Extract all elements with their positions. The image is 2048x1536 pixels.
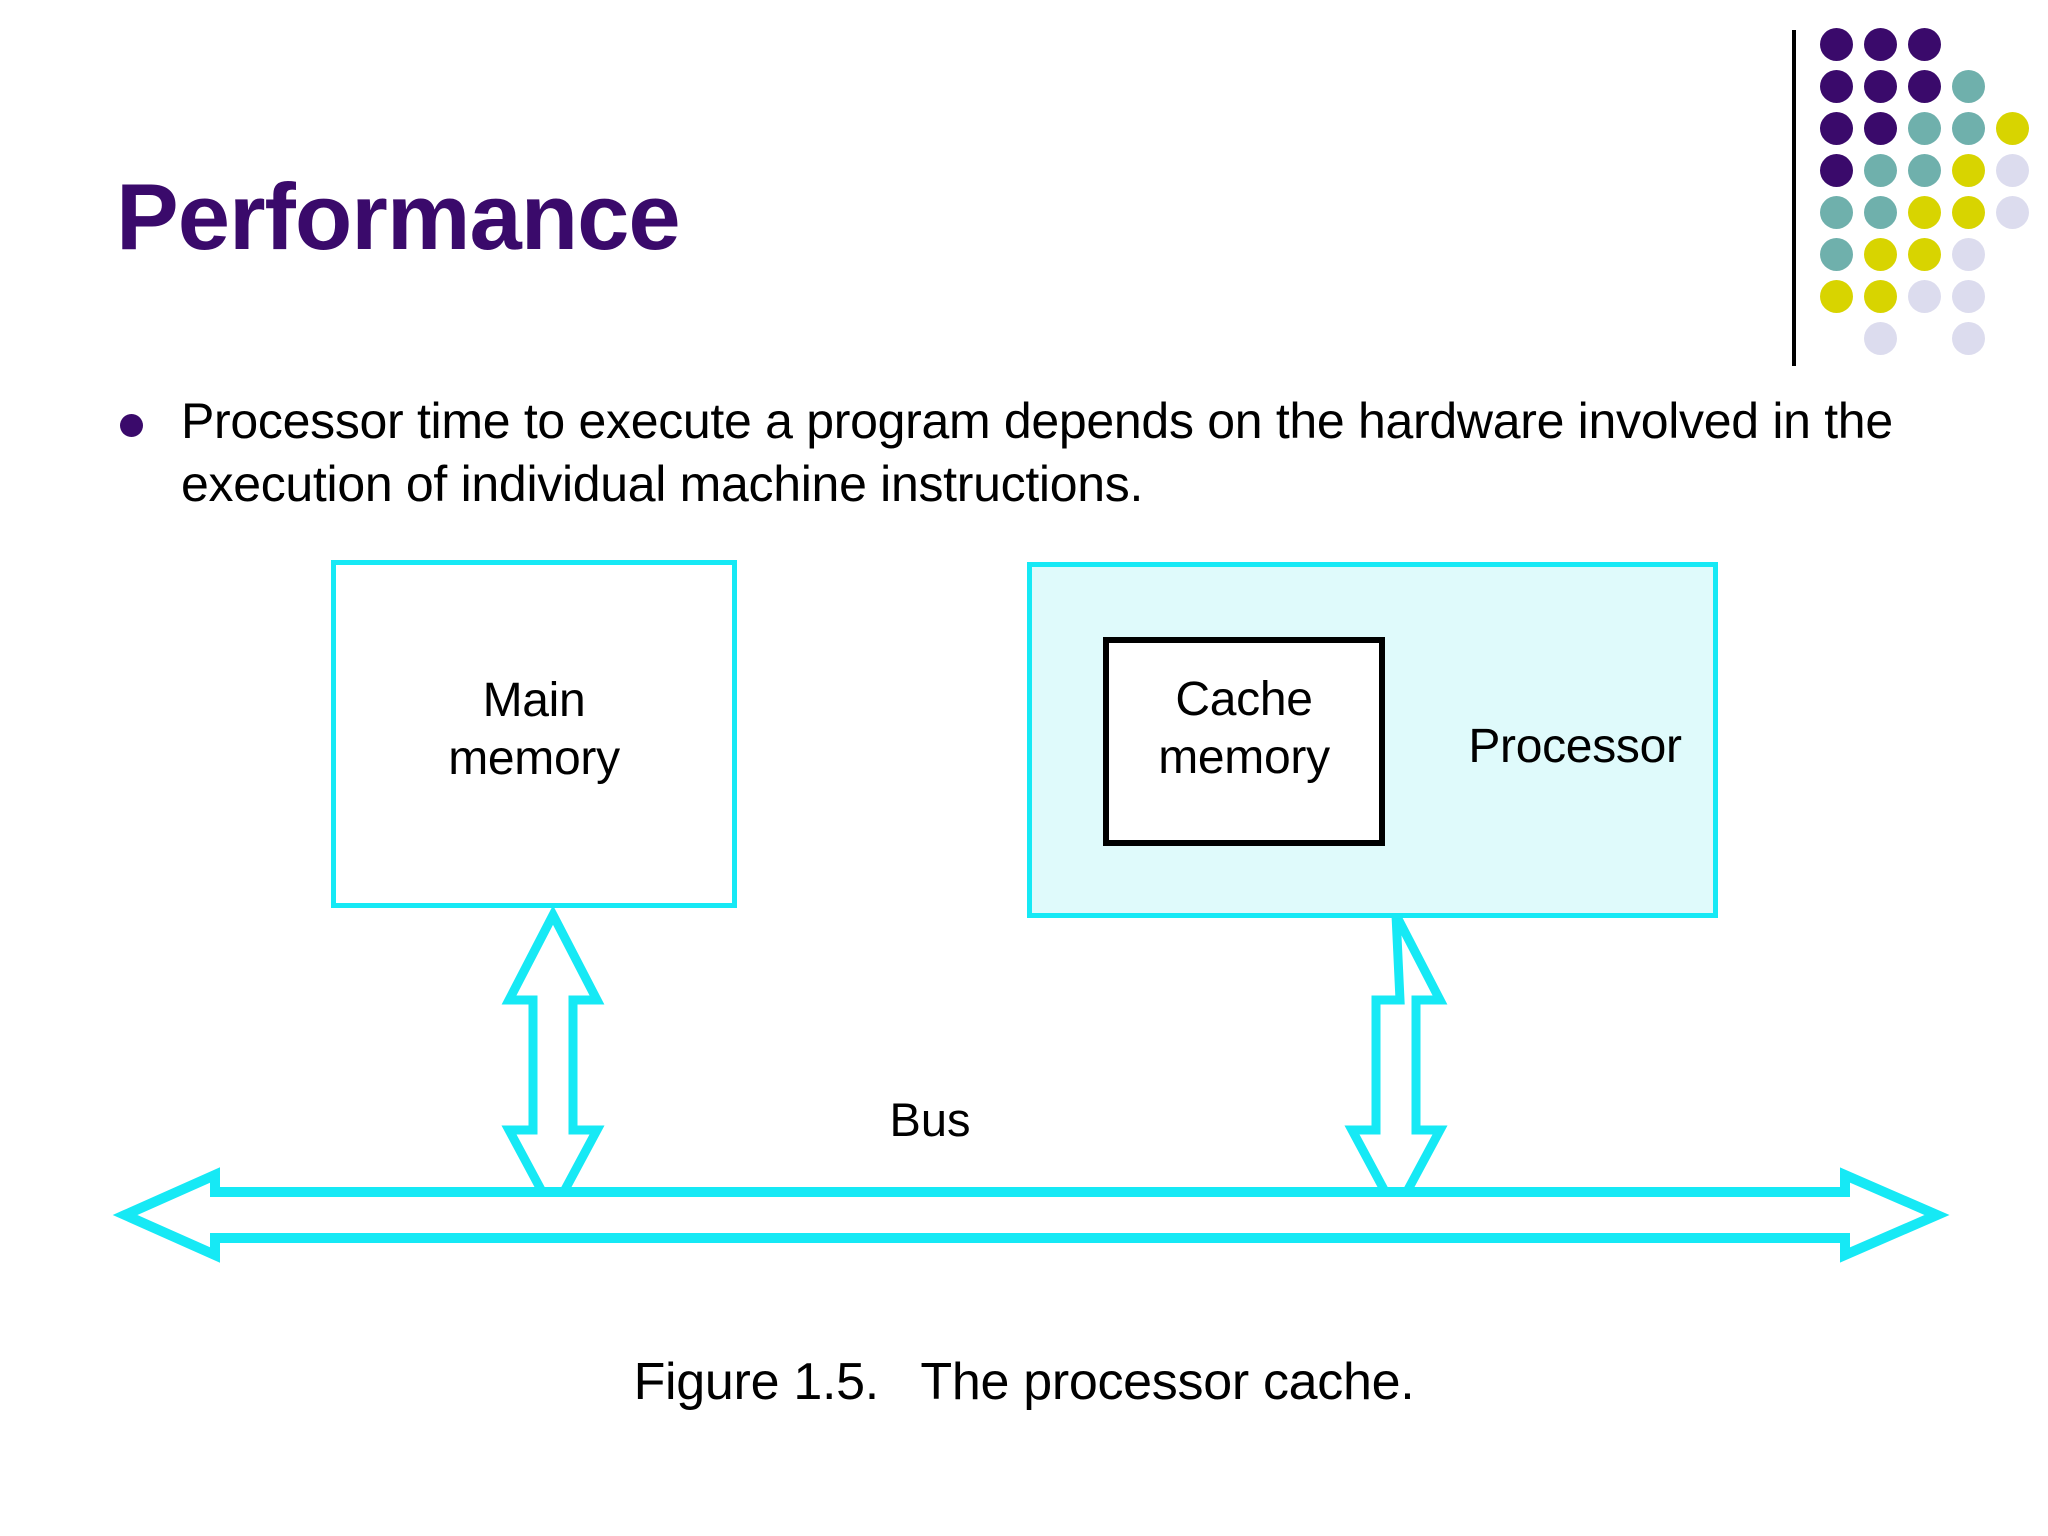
cache-memory-box [1103,637,1385,846]
logo-dot-teal [1820,196,1853,229]
logo-dot-lavender [1864,322,1897,355]
bus-label: Bus [889,1093,971,1146]
logo-dot-yellow [1996,112,2029,145]
main-memory-label-line2: memory [448,731,620,785]
logo-dot-purple [1820,28,1853,61]
bullet-text: Processor time to execute a program depe… [181,393,1893,512]
logo-dot-teal [1908,112,1941,145]
logo-dot-teal [1952,112,1985,145]
logo-dot-lavender [1952,238,1985,271]
logo-dot-purple [1864,28,1897,61]
logo-dot-purple [1864,70,1897,103]
logo-dot-lavender [1952,322,1985,355]
logo-dot-lavender [1996,196,2029,229]
dot-matrix-logo [1820,28,2048,368]
logo-dot-teal [1908,154,1941,187]
processor-label: Processor [1468,720,1682,773]
logo-vertical-rule [1792,30,1796,366]
main-memory-box [331,560,737,908]
logo-dot-purple [1908,28,1941,61]
logo-dot-purple [1820,70,1853,103]
logo-dot-purple [1820,154,1853,187]
cache-label-line1: Cache [1175,673,1313,726]
logo-dot-purple [1864,112,1897,145]
logo-dot-lavender [1908,280,1941,313]
page-title: Performance [116,164,681,269]
bullet-marker-icon [120,414,143,437]
logo-dot-teal [1952,70,1985,103]
logo-dot-lavender [1996,154,2029,187]
logo-dot-yellow [1952,196,1985,229]
logo-dot-teal [1864,196,1897,229]
logo-dot-purple [1908,70,1941,103]
cache-memory-label: Cache memory [1103,671,1385,786]
processor-to-bus-arrow [1344,912,1448,1222]
logo-dot-teal [1820,238,1853,271]
bus-arrow [112,1167,1950,1263]
logo-dot-yellow [1820,280,1853,313]
logo-dot-lavender [1952,280,1985,313]
logo-dot-purple [1820,112,1853,145]
main-memory-label-line1: Main [482,674,586,727]
figure-caption: Figure 1.5. The processor cache. [633,1353,1415,1411]
logo-dot-yellow [1864,238,1897,271]
logo-dot-yellow [1952,154,1985,187]
logo-dot-teal [1864,154,1897,187]
logo-dot-yellow [1908,196,1941,229]
main-memory-to-bus-arrow [501,905,605,1222]
logo-dot-yellow [1908,238,1941,271]
main-memory-label: Main memory [331,672,737,787]
logo-dot-yellow [1864,280,1897,313]
cache-label-line2: memory [1158,730,1330,784]
bullet-list-item: Processor time to execute a program depe… [120,390,1920,515]
